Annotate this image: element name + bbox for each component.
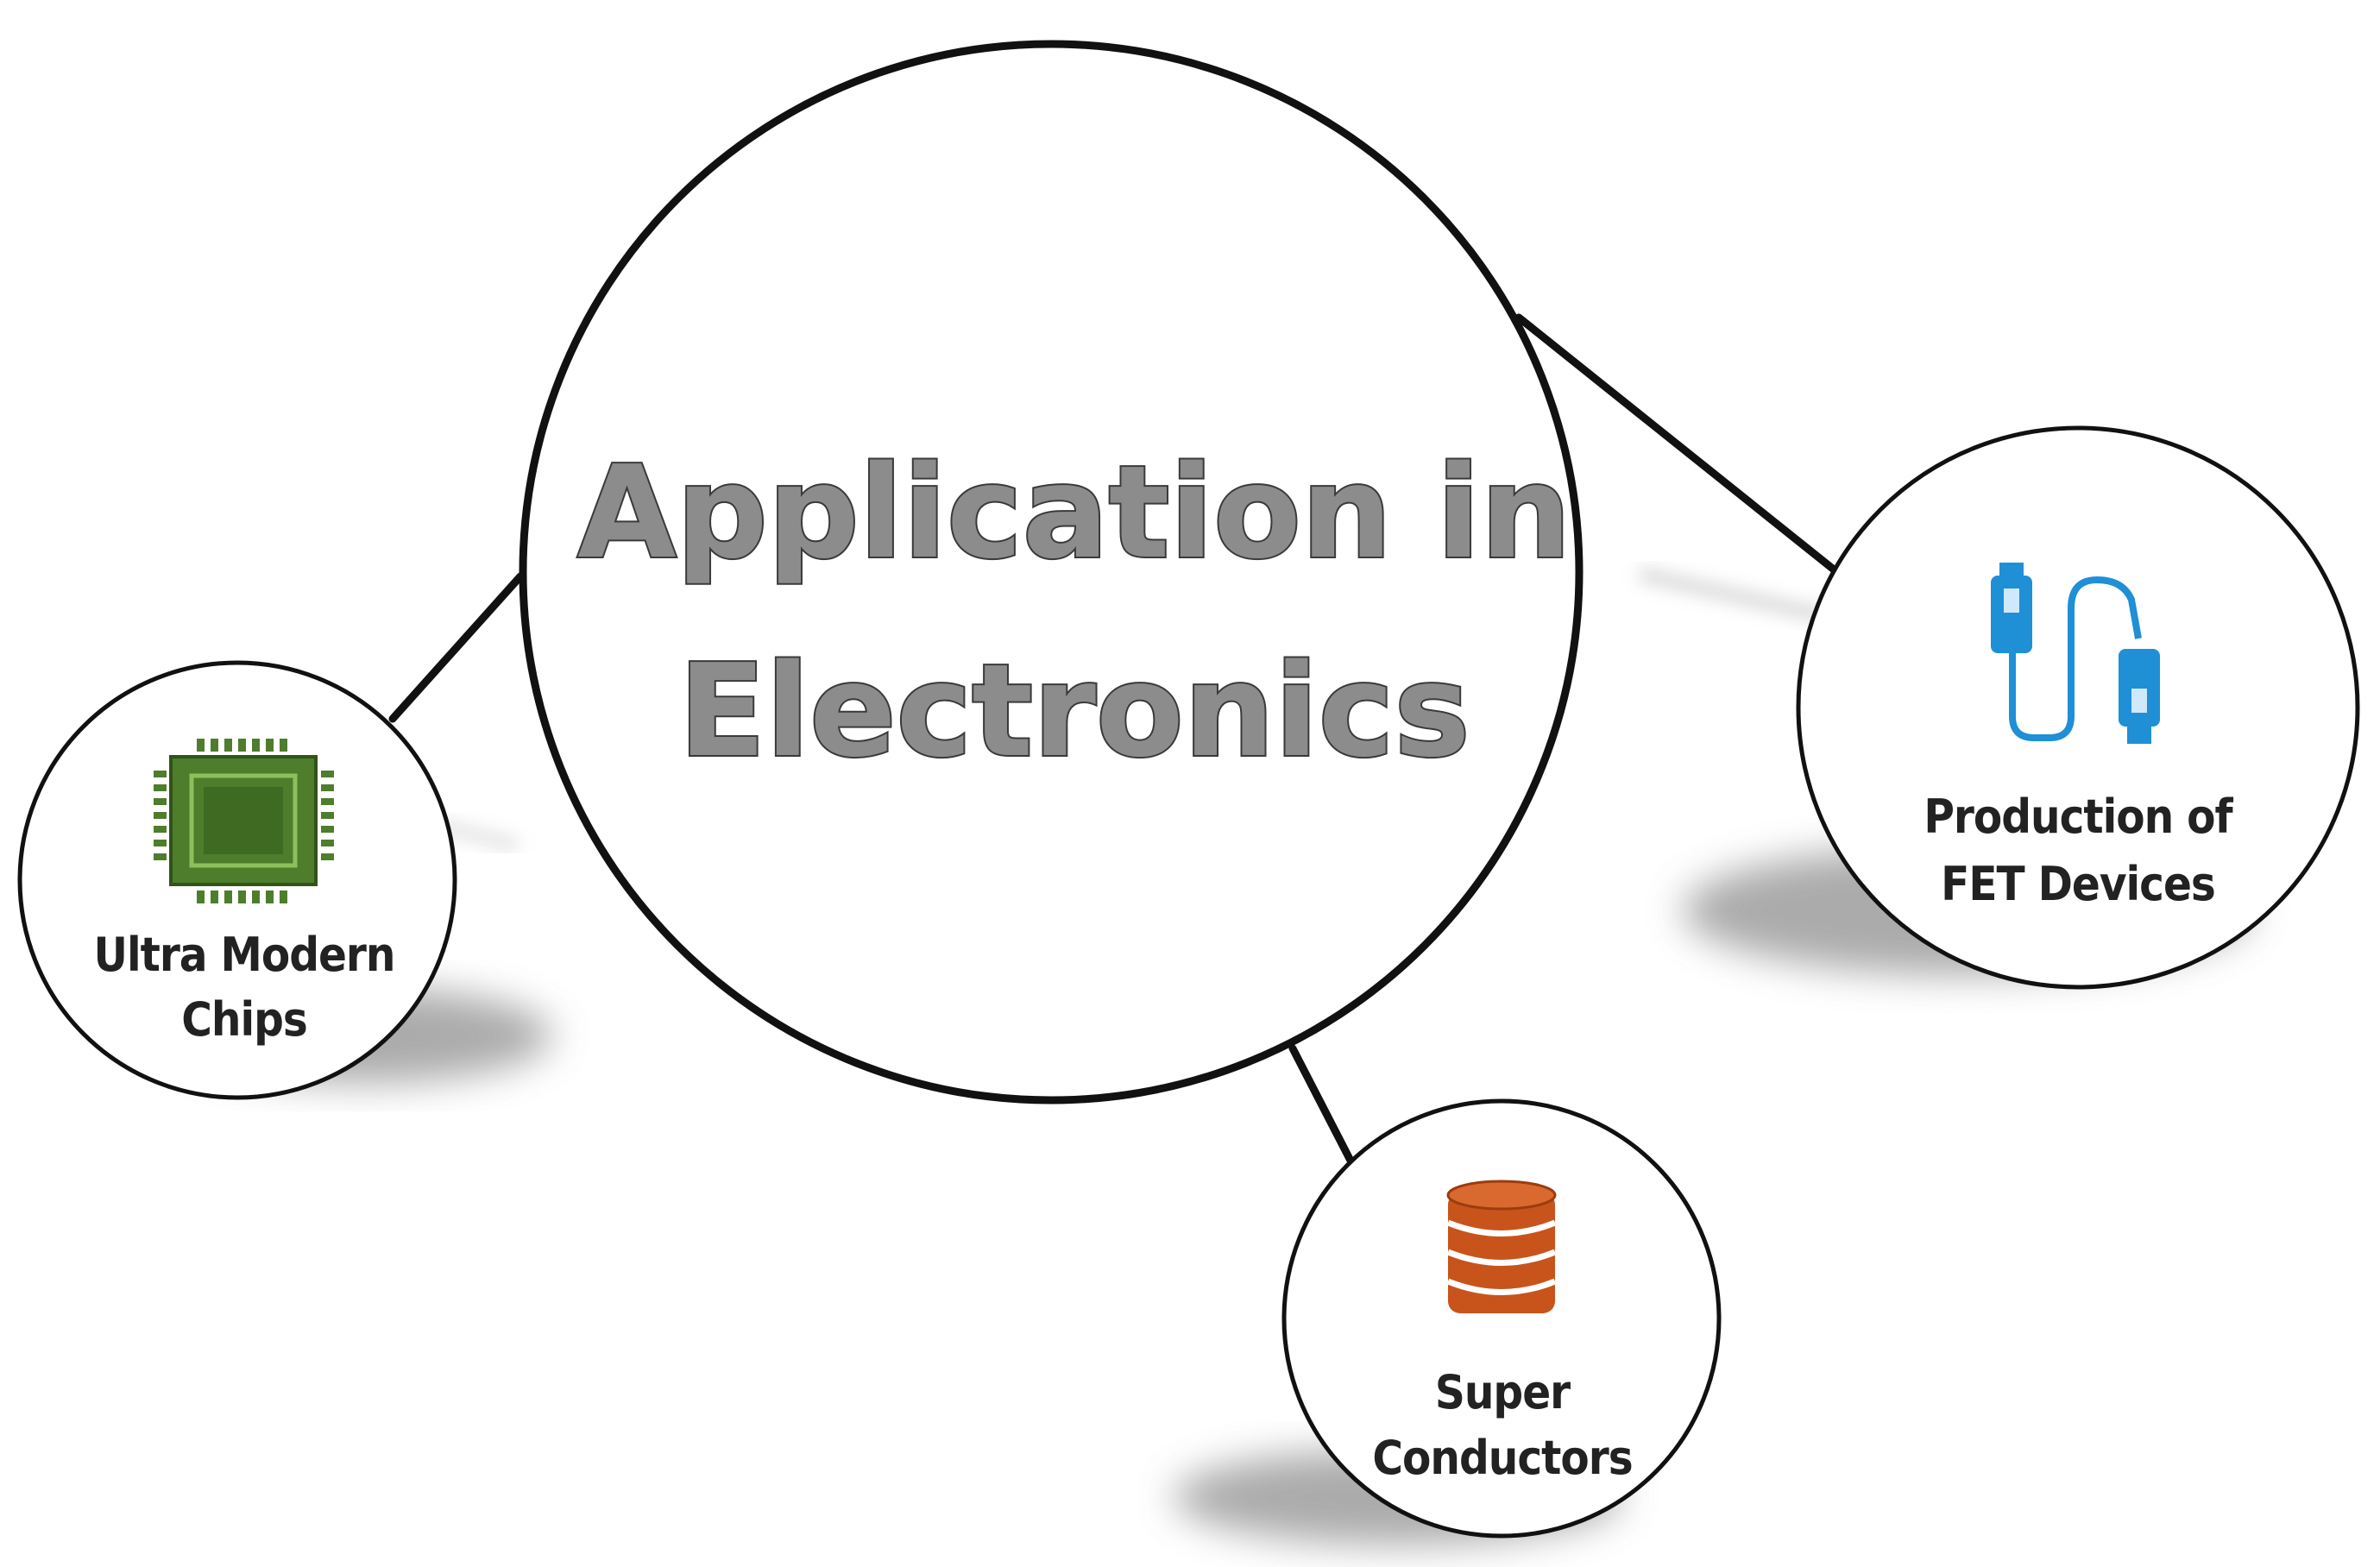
connectors [388, 313, 1838, 1165]
superconductors-label-line1: Super [1435, 1365, 1571, 1419]
central-title-line1: Application in [577, 438, 1571, 587]
database-stack-icon [1446, 1180, 1557, 1313]
connector-superconductors [1288, 1044, 1355, 1165]
connector-fet [1514, 313, 1838, 574]
central-node: Application in Electronics [519, 40, 1584, 1104]
node-superconductors: Super Conductors [1281, 1098, 1722, 1539]
fet-circle [1796, 425, 2360, 990]
fet-label-line1: Production of [1924, 790, 2233, 844]
microchip-icon [154, 739, 334, 903]
node-chips: Ultra Modern Chips [17, 660, 457, 1100]
node-fet: Production of FET Devices [1796, 425, 2360, 990]
superconductors-circle [1281, 1098, 1722, 1539]
fet-reflection [1638, 568, 1831, 623]
connector-chips [388, 572, 525, 723]
usb-cable-icon [1991, 563, 2160, 744]
central-title-line2: Electronics [678, 637, 1470, 785]
central-circle [519, 40, 1584, 1104]
chips-label-line2: Chips [181, 992, 307, 1047]
fet-label-line2: FET Devices [1941, 857, 2215, 911]
chips-label-line1: Ultra Modern [94, 928, 395, 982]
superconductors-label-line2: Conductors [1372, 1431, 1632, 1485]
